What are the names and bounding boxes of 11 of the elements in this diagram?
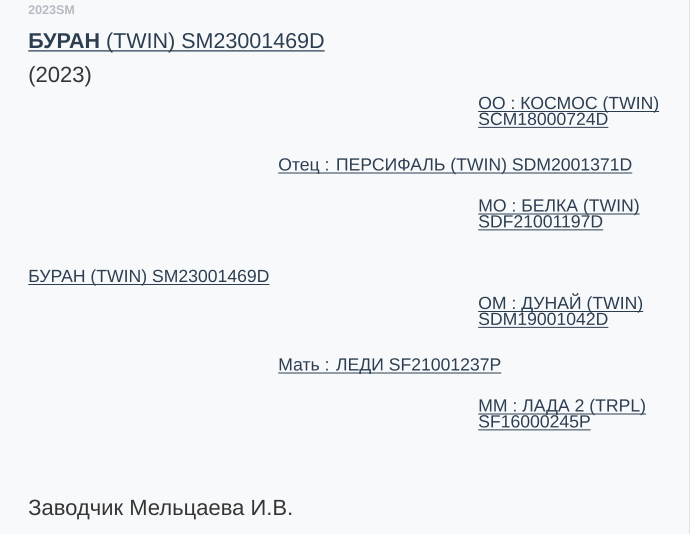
dog-link: БУРАН (TWIN) SM23001469D — [28, 269, 270, 286]
year-text: (2023) — [30, 66, 90, 87]
ancestor-link: Мать : ЛЕДИ SF21001237P — [278, 358, 502, 374]
pedigree-title: БУРАН (TWIN) SM23001469D — [28, 32, 325, 52]
breeder-text: Заводчик Мельцаева И.В. — [28, 500, 292, 520]
ancestor-link: ОМ : ДУНАЙ (TWIN) SDM19001042D — [478, 293, 644, 328]
ancestor-link: ММ : ЛАДА 2 (TRPL) SF16000245P — [478, 398, 646, 430]
ancestor-link: Отец : ПЕРСИФАЛЬ (TWIN) SDM2001371D — [278, 158, 633, 174]
ancestor-link: ОО : КОСМОС (TWIN) SCM18000724D — [478, 96, 660, 128]
ancestor-link: МО : БЕЛКА (TWIN) SDF21001197D — [478, 198, 640, 230]
header-code: 2023SM — [28, 5, 74, 14]
